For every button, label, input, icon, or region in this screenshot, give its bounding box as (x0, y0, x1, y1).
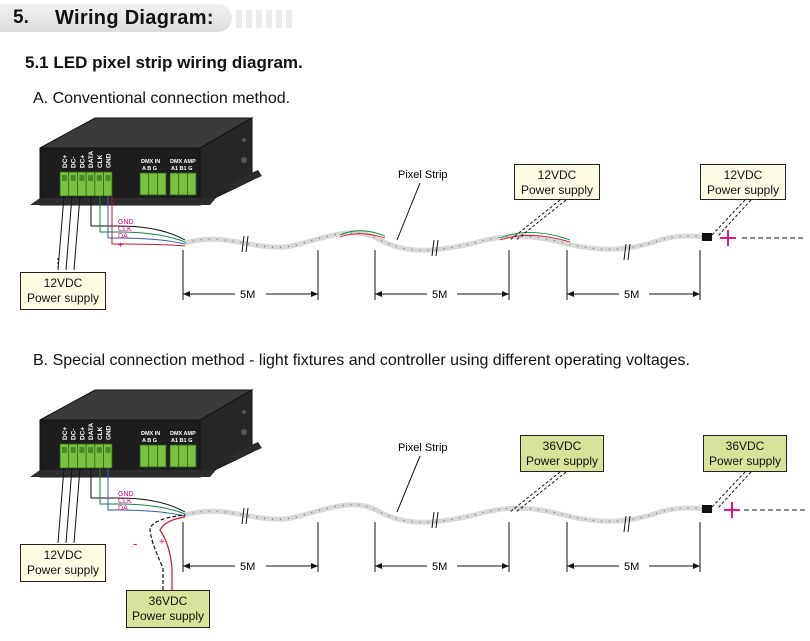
section-tab-background (0, 4, 232, 32)
terminal-label: GND (106, 153, 113, 168)
terminal-label: DC+ (79, 427, 86, 440)
power-wires-b (57, 467, 81, 544)
power-wires-a (57, 195, 81, 271)
supply-wires-b-bottom (149, 514, 186, 590)
dmx-amp-pins: A1 B1 G (171, 438, 192, 444)
supply-voltage: 12VDC (43, 548, 83, 562)
diagram-b: DC+ DC- DC+ DATA CLK GND DMX IN A B G DM… (29, 389, 805, 590)
pixel-strip-label-b: Pixel Strip (398, 442, 448, 454)
supply-label: Power supply (131, 609, 205, 623)
terminal-label: CLK (97, 426, 104, 440)
supply-voltage: 12VDC (43, 276, 83, 290)
segment-labels-b: 5M 5M 5M (240, 561, 639, 573)
dmx-amp-label: DMX AMP (170, 159, 196, 165)
dmx-amp-label: DMX AMP (170, 431, 196, 437)
strip-end-cap-b (702, 505, 712, 513)
terminal-label: DC+ (62, 155, 69, 168)
dmx-in-pins: A B G (142, 166, 157, 172)
supply-label: Power supply (26, 563, 100, 577)
terminal-label: DATA (88, 151, 95, 168)
section-header: 5. Wiring Diagram: (0, 4, 300, 32)
diagram-a: DC+ DC- DC+ DATA CLK GND DMX IN A B G DM… (29, 117, 805, 301)
power-supply-a-left: 12VDC Power supply (20, 272, 106, 310)
terminal-label: DC+ (79, 155, 86, 168)
pixel-strip-pointer-b (396, 455, 421, 513)
segment-label: 5M (432, 561, 447, 573)
terminal-label: DC+ (62, 427, 69, 440)
terminal-label: DC- (71, 428, 78, 440)
power-supply-a-mid: 12VDC Power supply (514, 164, 600, 200)
method-a-title: A. Conventional connection method. (33, 90, 291, 107)
supply-voltage: 36VDC (148, 594, 188, 608)
supply-voltage: 36VDC (725, 439, 765, 453)
supply-wires-b (509, 471, 752, 513)
segment-label: 5M (624, 561, 639, 573)
supply-label: Power supply (26, 291, 100, 305)
supply-voltage: 12VDC (537, 168, 577, 182)
polarity-minus: - (133, 536, 137, 551)
subheading: 5.1 LED pixel strip wiring diagram. (25, 53, 303, 72)
terminal-label: DATA (88, 423, 95, 440)
supply-label: Power supply (520, 183, 594, 197)
power-supply-b-right: 36VDC Power supply (703, 435, 787, 472)
polarity-labels-b: - + (133, 536, 165, 551)
controller-a-labels: DC+ DC- DC+ DATA CLK GND DMX IN A B G DM… (62, 151, 196, 172)
dimension-arrows-a (183, 291, 700, 297)
segment-label: 5M (624, 289, 639, 301)
segment-labels-a: 5M 5M 5M (240, 289, 639, 301)
wire-label-clk: CLK (118, 498, 132, 505)
wire-label-gnd: GND (118, 491, 134, 498)
wire-labels-a: GND CLK DA + (118, 219, 134, 250)
supply-voltage: 12VDC (723, 168, 763, 182)
cut-marks-b (241, 507, 631, 533)
terminal-label: CLK (97, 154, 104, 168)
polarity-plus: + (159, 537, 165, 548)
wire-labels-b: GND CLK DA (118, 491, 134, 512)
wire-label-da: DA (118, 505, 128, 512)
section-number: 5. (13, 7, 29, 28)
dmx-in-pins: A B G (142, 438, 157, 444)
dimensions-b (182, 522, 701, 572)
power-supply-a-right: 12VDC Power supply (700, 164, 786, 200)
dimension-arrows-b (183, 563, 700, 569)
wire-label-gnd: GND (118, 219, 134, 226)
pixel-strip-a (184, 230, 713, 253)
supply-voltage: 36VDC (542, 439, 582, 453)
dmx-amp-pins: A1 B1 G (171, 166, 192, 172)
wire-label-plus: + (118, 240, 123, 250)
power-supply-b-left: 12VDC Power supply (20, 544, 106, 582)
strip-a-injection-wires (339, 230, 571, 243)
dimensions-a (182, 250, 701, 300)
pixel-strip-label-a: Pixel Strip (398, 169, 448, 181)
supply-label: Power supply (708, 454, 782, 468)
cut-marks-a (241, 235, 631, 261)
power-supply-b-mid: 36VDC Power supply (520, 435, 604, 472)
dmx-in-label: DMX IN (141, 431, 160, 437)
segment-label: 5M (432, 289, 447, 301)
segment-label: 5M (240, 289, 255, 301)
signal-wires-a (90, 196, 186, 247)
controller-b-labels: DC+ DC- DC+ DATA CLK GND DMX IN A B G DM… (62, 423, 196, 444)
wire-label-clk: CLK (118, 226, 132, 233)
section-tab-fade (236, 10, 296, 28)
terminal-label: DC- (71, 156, 78, 168)
pixel-strip-pointer-a (396, 182, 421, 241)
section-title: Wiring Diagram: (55, 7, 214, 29)
method-b-title: B. Special connection method - light fix… (33, 352, 690, 369)
pixel-strip-b (184, 502, 713, 525)
dmx-in-label: DMX IN (141, 159, 160, 165)
strip-end-marker-a (720, 230, 736, 246)
strip-end-marker-b (724, 502, 740, 518)
signal-wires-b (90, 468, 186, 517)
strip-end-cap-a (702, 233, 712, 241)
supply-label: Power supply (525, 454, 599, 468)
terminal-label: GND (106, 425, 113, 440)
segment-label: 5M (240, 561, 255, 573)
wire-label-da: DA (118, 233, 128, 240)
supply-wires-a (509, 199, 752, 241)
power-supply-b-bottom: 36VDC Power supply (126, 590, 210, 628)
supply-label: Power supply (706, 183, 780, 197)
